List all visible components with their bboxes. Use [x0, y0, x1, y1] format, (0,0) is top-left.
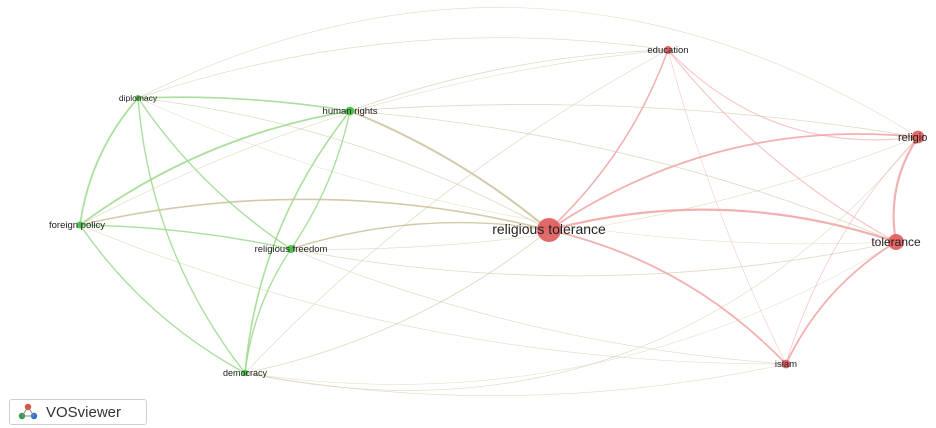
link-human-rights-diplomacy [137, 96, 351, 112]
label-tolerance[interactable]: tolerance [871, 235, 921, 249]
label-religious-freedom[interactable]: religious freedom [255, 244, 328, 255]
link-human-rights-democracy [244, 110, 351, 374]
vosviewer-logo-badge[interactable]: VOSviewer [9, 399, 147, 425]
link-religious-tolerance-islam [548, 229, 787, 365]
link-islam-religious-freedom [290, 248, 787, 365]
node-tolerance[interactable] [888, 234, 904, 250]
label-democracy[interactable]: democracy [223, 368, 268, 378]
vosviewer-logo-icon [18, 402, 40, 422]
link-religious-freedom-diplomacy [137, 97, 292, 250]
label-human-rights[interactable]: human rights [323, 106, 378, 117]
link-religion-religious-freedom [290, 136, 919, 250]
node-islam[interactable] [781, 359, 791, 369]
label-religion[interactable]: religio [898, 132, 927, 144]
link-layer [79, 7, 919, 397]
node-human-rights[interactable] [345, 106, 355, 116]
link-islam-democracy [244, 363, 787, 397]
link-tolerance-islam [785, 241, 897, 365]
link-foreign-policy-democracy [79, 224, 246, 374]
label-islam[interactable]: islam [775, 359, 797, 370]
link-tolerance-education [667, 49, 897, 243]
label-diplomacy[interactable]: diplomacy [119, 93, 158, 103]
link-islam-foreign-policy [79, 224, 787, 365]
node-religious-tolerance[interactable] [537, 218, 561, 242]
link-democracy-tolerance [244, 241, 897, 385]
link-religious-tolerance-religious-freedom [290, 221, 550, 250]
link-diplomacy-foreign-policy [79, 97, 139, 226]
link-tolerance-human-rights [349, 110, 897, 243]
link-diplomacy-tolerance [137, 97, 897, 245]
node-foreign-policy[interactable] [76, 221, 84, 229]
link-education-human-rights [349, 49, 669, 112]
vosviewer-logo-text: VOSviewer [46, 403, 122, 421]
link-religious-tolerance-human-rights [349, 110, 550, 231]
link-religious-tolerance-democracy [244, 229, 550, 374]
node-religious-freedom[interactable] [287, 245, 295, 253]
node-religion[interactable] [911, 130, 925, 144]
node-diplomacy[interactable] [135, 95, 141, 101]
link-education-foreign-policy [79, 49, 669, 226]
link-religion-human-rights [349, 104, 919, 138]
link-human-rights-religious-freedom [290, 110, 351, 250]
label-layer: religious tolerance tolerance religio educa… [49, 45, 927, 378]
link-religion-islam [785, 136, 919, 365]
link-religious-tolerance-religion [548, 133, 919, 231]
label-education[interactable]: education [647, 45, 688, 56]
link-tolerance-religious-freedom [290, 241, 897, 277]
link-religious-tolerance-education [548, 49, 669, 231]
link-tolerance-religion [892, 136, 919, 243]
node-education[interactable] [664, 46, 672, 54]
label-religious-tolerance[interactable]: religious tolerance [492, 221, 606, 237]
label-foreign-policy[interactable]: foreign policy [49, 220, 105, 231]
link-diplomacy-democracy [137, 97, 246, 374]
link-religious-tolerance-foreign-policy [79, 198, 550, 231]
link-religious-tolerance-diplomacy [137, 97, 550, 231]
link-religious-tolerance-tolerance [548, 208, 897, 244]
node-democracy[interactable] [241, 369, 249, 377]
node-layer [76, 46, 925, 377]
link-education-democracy [244, 49, 669, 374]
link-education-diplomacy [137, 37, 669, 99]
link-human-rights-foreign-policy [79, 110, 351, 226]
link-religion-education [667, 49, 919, 141]
link-religious-freedom-foreign-policy [79, 224, 292, 250]
link-diplomacy-religion [137, 7, 919, 138]
link-democracy-religion [244, 136, 919, 391]
link-religious-freedom-democracy [244, 248, 292, 374]
link-education-islam [667, 49, 787, 365]
